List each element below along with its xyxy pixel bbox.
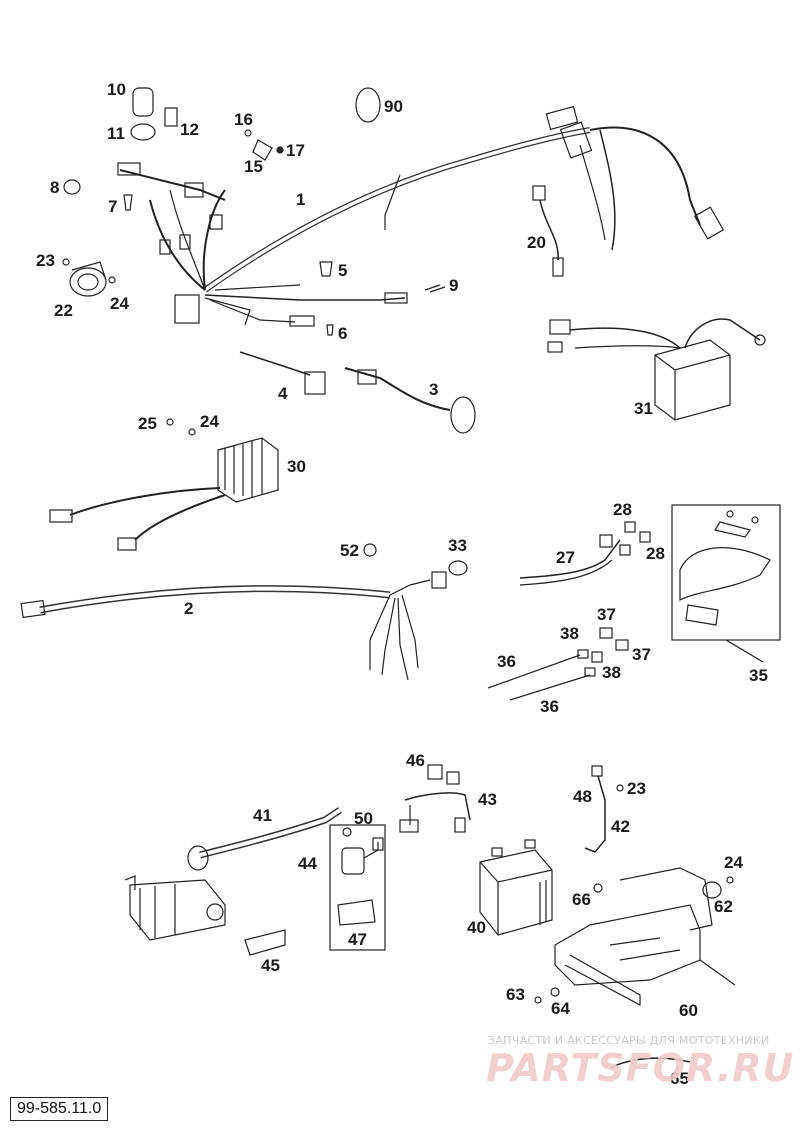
cdi-unit-31 [547, 318, 766, 421]
diode-connector-group [244, 129, 284, 161]
starter-relay-box [329, 824, 386, 951]
sensor-cable-20 [532, 185, 564, 277]
callout-12: 12 [180, 120, 199, 139]
starter-cable-41 [187, 807, 352, 871]
voltage-regulator-30 [49, 437, 279, 551]
callout-44: 44 [298, 854, 317, 873]
callout-28a: 28 [613, 500, 632, 519]
callout-31: 31 [634, 399, 653, 418]
callout-60: 60 [679, 1001, 698, 1020]
callout-1: 1 [296, 190, 306, 209]
callout-38a: 38 [560, 624, 579, 643]
callout-24a: 24 [110, 294, 129, 313]
callout-38b: 38 [602, 663, 621, 682]
screw-25 [166, 418, 174, 426]
screw-63 [534, 996, 542, 1004]
callout-6: 6 [338, 324, 348, 343]
rubber-62 [702, 881, 722, 899]
callout-15: 15 [244, 157, 263, 176]
callout-7: 7 [108, 197, 118, 216]
callout-37a: 37 [597, 605, 616, 624]
callout-16: 16 [234, 110, 253, 129]
callout-22: 22 [54, 301, 73, 320]
callout-64: 64 [551, 999, 570, 1018]
watermark-logo: PARTSFOR.RU [486, 1046, 795, 1090]
callout-41: 41 [253, 806, 272, 825]
washer-24b [726, 876, 734, 884]
starter-motor [124, 875, 226, 941]
callout-24c: 24 [724, 853, 743, 872]
callout-48: 48 [573, 787, 592, 806]
bulb-cable-set [487, 627, 629, 701]
rubber-grommet [63, 179, 81, 195]
callout-4: 4 [278, 384, 288, 403]
bracket-45 [244, 929, 286, 956]
plug-terminal-5 [319, 261, 333, 277]
callout-5: 5 [338, 261, 348, 280]
callout-28b: 28 [646, 544, 665, 563]
washer-24 [188, 428, 196, 436]
callout-20: 20 [527, 233, 546, 252]
callout-66: 66 [572, 890, 591, 909]
horn-assembly [62, 258, 116, 297]
callout-36b: 36 [540, 697, 559, 716]
ground-cable-42 [584, 765, 624, 853]
callout-42: 42 [611, 817, 630, 836]
plug-terminal-7 [123, 194, 133, 211]
battery-40 [479, 839, 553, 936]
callout-36a: 36 [497, 652, 516, 671]
callout-52: 52 [340, 541, 359, 560]
battery-tray-60 [554, 867, 736, 1006]
screw-66 [593, 883, 603, 893]
callout-62: 62 [714, 897, 733, 916]
callout-25: 25 [138, 414, 157, 433]
callout-50: 50 [354, 809, 373, 828]
cable-27 [519, 521, 651, 586]
callout-43: 43 [478, 790, 497, 809]
callout-10: 10 [107, 80, 126, 99]
callout-27: 27 [556, 548, 575, 567]
callout-46: 46 [406, 751, 425, 770]
callout-35: 35 [749, 666, 768, 685]
callout-47: 47 [348, 930, 367, 949]
tail-light-box-35 [671, 504, 781, 663]
washer-64 [550, 987, 560, 997]
callout-3: 3 [429, 380, 439, 399]
rear-wiring-harness-2 [20, 560, 468, 681]
callout-23a: 23 [36, 251, 55, 270]
callout-23b: 23 [627, 779, 646, 798]
fuse-cable-43 [399, 764, 471, 833]
callout-9: 9 [449, 276, 459, 295]
plug-terminal-6 [326, 324, 334, 336]
callout-8: 8 [50, 178, 60, 197]
callout-37b: 37 [632, 645, 651, 664]
callout-63: 63 [506, 985, 525, 1004]
connector-9 [424, 284, 446, 293]
strap-65 [609, 1057, 691, 1069]
cable-tie-loop [355, 87, 381, 123]
callout-24b: 24 [200, 412, 219, 431]
callout-90: 90 [384, 97, 403, 116]
callout-2: 2 [184, 599, 194, 618]
nut-52 [363, 543, 377, 557]
callout-33: 33 [448, 536, 467, 555]
document-number: 99-585.11.0 [10, 1097, 109, 1121]
callout-17: 17 [286, 141, 305, 160]
callout-30: 30 [287, 457, 306, 476]
callout-40: 40 [467, 918, 486, 937]
switch-cable-4 [239, 351, 326, 395]
callout-45: 45 [261, 956, 280, 975]
watermark-caption: ЗАПЧАСТИ И АКСЕССУАРЫ ДЛЯ МОТОТЕХНИКИ [488, 1034, 770, 1047]
callout-65: 65 [670, 1069, 689, 1088]
callout-11: 11 [107, 124, 125, 143]
relay-capsule-group [130, 87, 178, 141]
stop-switch-3 [344, 367, 476, 434]
main-wiring-harness [117, 105, 725, 327]
